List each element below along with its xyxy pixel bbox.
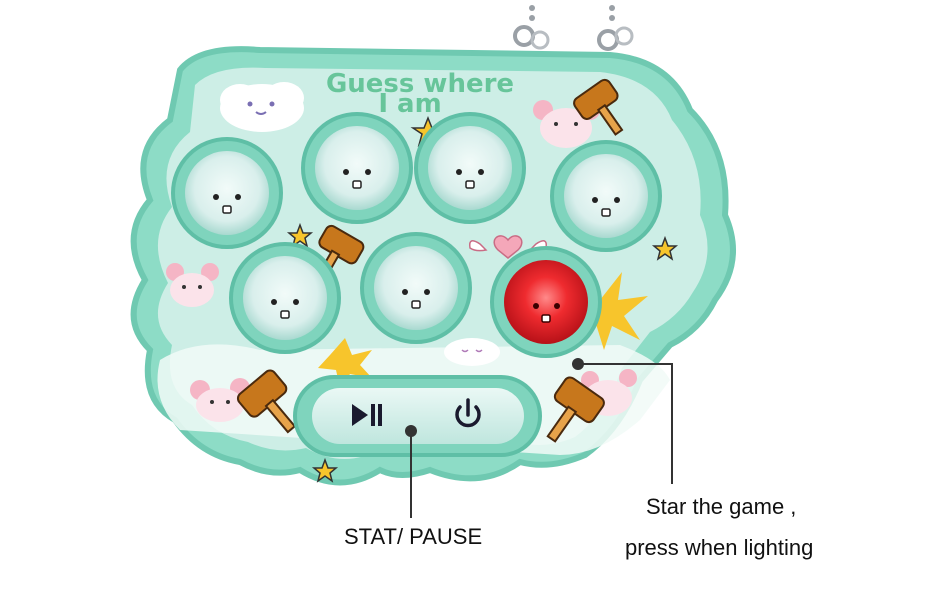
title-line-2: I am [378,89,441,119]
title-line-1: Guess where [326,69,514,99]
mole-button-5[interactable] [229,242,341,354]
mole-button-lit[interactable] [490,246,602,358]
power-button[interactable] [455,398,481,428]
start-pause-label: STAT/ PAUSE [344,524,483,549]
callout-lines [405,358,673,518]
mole-button-4[interactable] [550,140,662,252]
keychain-rings [513,5,634,51]
play-pause-button[interactable] [352,404,382,426]
mole-button-2[interactable] [301,112,413,224]
start-game-label-line-2: press when lighting [625,535,814,560]
hammer-decoration [236,78,624,443]
mole-button-3[interactable] [414,112,526,224]
start-game-label-line-1: Star the game , [646,494,797,519]
mole-button-1[interactable] [171,137,283,249]
control-panel [293,375,542,457]
toy-title: Guess where I am [326,69,514,119]
power-icon [455,398,481,428]
mole-button-6[interactable] [360,232,472,344]
cloud-decoration [220,82,500,366]
play-pause-icon [352,404,382,426]
